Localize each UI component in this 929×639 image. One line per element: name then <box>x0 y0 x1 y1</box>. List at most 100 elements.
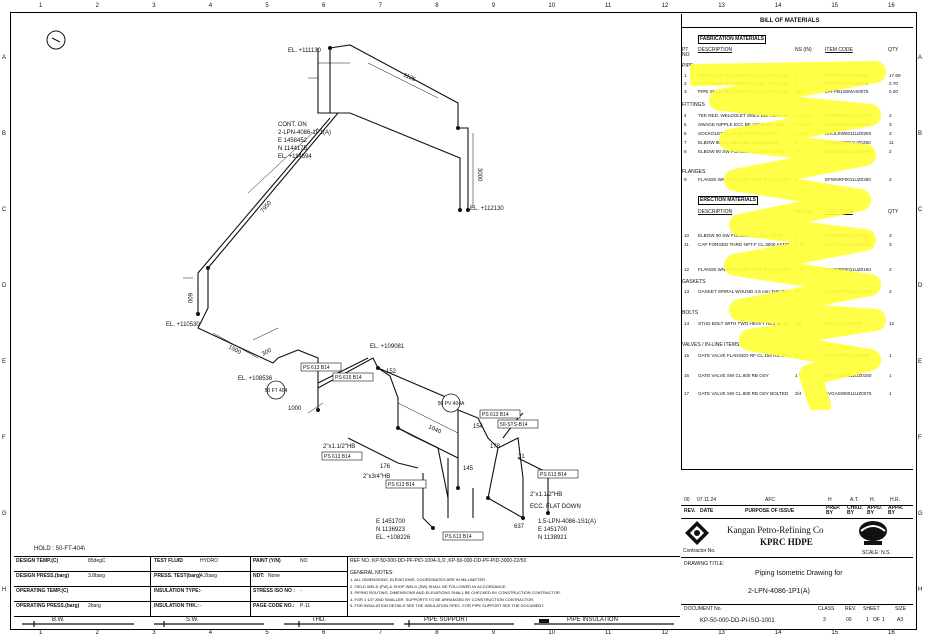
drawing-label-ps_623: PS 613 B14 <box>540 472 567 478</box>
bom-desc: GATE VALVE SW CL.800 RB OSY BOLTED <box>698 391 789 396</box>
bom-pt: 6 <box>684 131 687 136</box>
grid-column-8-bottom: 8 <box>435 630 439 636</box>
size-value: A3 <box>897 617 904 623</box>
grid-row-B-right: B <box>918 131 923 137</box>
ps-tag-3: PS 613 B14 <box>479 409 521 419</box>
rev-value: 00 <box>684 497 690 503</box>
drawing-label-el_109081: EL. +109081 <box>370 344 405 350</box>
bom-pt: 11 <box>684 242 689 247</box>
drawing-label-ps_616: PS 615 B14 <box>335 375 362 381</box>
chkd-header: CHKD. BY <box>847 505 863 516</box>
grid-column-5-top: 5 <box>265 3 269 9</box>
prep-header: PREP. BY <box>826 505 841 516</box>
rev-appd-value: H. <box>870 497 875 503</box>
bom-title-rule <box>681 27 913 28</box>
process-cell: PRESS. TEST(barg) <box>154 573 201 579</box>
bom-qty: 1 <box>889 373 892 378</box>
ps-tag-5: PS 613 B14 <box>321 451 363 461</box>
bom-pt: 12 <box>684 267 690 272</box>
company-logo-icon <box>685 521 709 545</box>
bom-qty: 2 <box>889 149 892 154</box>
grid-row-A-left: A <box>2 55 7 61</box>
bom-pt: 14 <box>684 321 690 326</box>
bom-desc: TEE RED. WELDOLET SMLS BW ASME B16.9 AST… <box>698 113 790 118</box>
drawing-label-dim_154: 154 <box>473 424 484 430</box>
grid-row-G-right: G <box>918 511 923 517</box>
process-cell: 2barg <box>88 603 101 609</box>
process-cell: 85degC <box>88 558 106 564</box>
rev-purpose-value: AFC <box>765 497 775 503</box>
ps-tag-8: PS 613 B14 <box>442 531 484 541</box>
process-cell: HYDRO <box>200 558 219 564</box>
drawing-label-el_top: EL. +111130 <box>288 48 322 54</box>
class-value: 3 <box>823 617 826 623</box>
bom-section-valves: VALVES / IN-LINE ITEMS <box>682 342 740 348</box>
ps-tag-2: PS 615 B14 <box>332 372 374 382</box>
grid-column-14-top: 14 <box>774 3 782 9</box>
process-divider <box>347 556 348 616</box>
bom-section-gaskets: GASKETS <box>682 279 706 285</box>
class-label: CLASS <box>818 606 835 612</box>
grid-row-D-left: D <box>2 283 7 289</box>
general-note: 3. PIPING ROUTING, DIMENSIONS AND ELEVAT… <box>350 590 561 595</box>
grid-column-9-top: 9 <box>491 3 496 9</box>
instrument-ft-bubble <box>266 380 286 400</box>
bom-desc: STUD BOLT WITH TWO HEAVY HEX NUTS <box>698 321 790 326</box>
company-name: Kangan Petro-Refining Co <box>727 525 824 535</box>
north-arrow-icon <box>46 30 66 50</box>
rev-chkd-value: A.T. <box>850 497 859 503</box>
hold-note: HOLD : 50-FT-404\ <box>34 546 86 552</box>
bom-pt: 16 <box>684 373 690 378</box>
drawing-label-dim_7950: 7950 <box>260 200 274 215</box>
drawing-label-n2: N 1136923 <box>376 527 406 533</box>
grid-column-4-bottom: 4 <box>208 630 213 636</box>
bom-code: EFWNRF0011UZ0250 <box>825 177 871 182</box>
drawing-label-spec_4: 2"x1.1/2"HB <box>530 492 562 498</box>
appr-header: APPR. BY <box>888 505 904 516</box>
drawing-label-dim_1000: 1000 <box>288 406 302 412</box>
grid-column-10-top: 10 <box>548 3 556 9</box>
sheet-border <box>10 12 917 630</box>
process-cell: DESIGN TEMP.(C) <box>16 558 59 564</box>
general-note: 4. FOR 1 1/2" AND SMALLER, SUPPORTS TO B… <box>350 596 535 602</box>
bom-nps: 1 <box>795 373 798 378</box>
bom-qty: 3 <box>889 122 892 127</box>
grid-column-4-top: 4 <box>208 3 213 9</box>
drawing-label-ecc: ECC. FLAT DOWN <box>530 504 581 510</box>
grid-column-15-bottom: 15 <box>831 630 839 636</box>
process-cell: 4.2barg <box>200 573 217 579</box>
drawing-label-dim_300: 300 <box>261 347 273 357</box>
bom-section-bolts: BOLTS <box>682 310 699 316</box>
process-cell: OPERATING PRESS.(barg) <box>16 603 80 609</box>
bom-col-nps: NS (IN) <box>795 47 812 53</box>
legend-sw: S.W. <box>184 617 201 623</box>
drawing-label-n1: N 1138921 <box>538 535 568 541</box>
bom-pt: 1 <box>684 73 687 78</box>
process-divider <box>150 556 151 616</box>
bom-qty: 1 <box>889 353 892 358</box>
bom-qty: 2 <box>889 113 892 118</box>
bom-fabrication-header: FABRICATION MATERIALS <box>698 35 766 44</box>
grid-column-14-bottom: 14 <box>774 630 782 636</box>
document-row <box>681 604 913 629</box>
drawing-label-spec_2: 2"x1.1/2"HB <box>323 444 355 450</box>
grid-column-13-top: 13 <box>718 3 725 9</box>
revision-rule <box>681 505 913 506</box>
process-divider <box>250 556 251 616</box>
drawing-label-dim_637: 637 <box>514 524 525 530</box>
grid-column-2-bottom: 2 <box>95 630 99 636</box>
bom-section-flanges: FLANGES <box>682 169 706 175</box>
grid-column-11-top: 11 <box>605 3 612 9</box>
legend-thd: THD. <box>310 617 328 623</box>
drawing-label-cont_line2: 1.5-LPN-4086-1S1(A) <box>538 519 596 525</box>
ps-tag-6: PS 613 B14 <box>385 479 427 489</box>
drawing-label-dim_178: 178 <box>490 444 501 450</box>
grid-column-2-top: 2 <box>95 3 99 9</box>
bom-col-qty-2: QTY <box>888 209 899 215</box>
instrument-pv-bubble <box>441 393 461 413</box>
grid-column-3-bottom: 3 <box>152 630 156 636</box>
bom-section-pipe: PIPE <box>682 63 694 69</box>
drawing-label-el2: EL. +108226 <box>376 535 411 541</box>
sheet-value: 1 <box>866 617 869 623</box>
